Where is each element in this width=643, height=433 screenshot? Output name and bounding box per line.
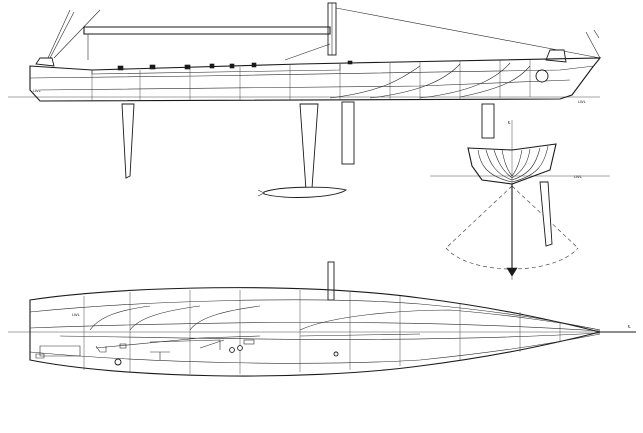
plan-view: ℄ LWL (8, 261, 636, 377)
bow-pulpit-tip (593, 29, 600, 39)
buttock-1 (329, 65, 421, 99)
backstay-line (47, 9, 71, 59)
winch-icon (114, 358, 122, 366)
winch-4 (209, 63, 215, 69)
winch-icon-2 (229, 347, 235, 353)
deck-fitting (347, 60, 353, 65)
boom (83, 26, 331, 35)
plan-deck-line-2 (59, 332, 601, 340)
section-lwl-label: LWL (574, 174, 583, 179)
plan-waterline-4 (299, 309, 601, 331)
forward-foil (481, 103, 495, 139)
section-stations (477, 145, 549, 183)
helm-station (95, 345, 107, 353)
rudder (121, 103, 135, 179)
bow-pulpit (585, 31, 601, 59)
winch-2 (149, 64, 156, 70)
tiller (199, 339, 225, 349)
vang-line (284, 43, 331, 61)
section-outline (467, 143, 557, 185)
profile-view: LWL LWL (8, 2, 602, 198)
plan-stations (83, 290, 561, 374)
porthole-icon (535, 69, 549, 83)
deck-detail (150, 351, 170, 360)
profile-bow-label: LWL (578, 99, 587, 104)
section-view: ℄ LWL (430, 120, 610, 280)
plan-cl-label: ℄ (627, 324, 631, 329)
keel-fin (299, 103, 319, 191)
winch-5 (229, 63, 235, 69)
deck-box-2 (243, 339, 255, 345)
profile-stations (91, 60, 531, 100)
backstay-line-2 (49, 11, 75, 59)
plan-deck-edge-lower (29, 333, 601, 364)
bulb-tail (257, 189, 265, 197)
cockpit-area (39, 345, 81, 357)
cant-limit-left (445, 185, 513, 249)
profile-stern-label: LWL (33, 88, 42, 93)
plan-deck-edge (29, 299, 601, 331)
winch-icon-3 (237, 345, 243, 351)
buttock-2 (369, 63, 461, 99)
hull-plan (29, 287, 601, 377)
plan-mast (327, 261, 335, 301)
cockpit-coaming (149, 339, 221, 350)
winch-1 (117, 65, 124, 71)
bow-fitting (545, 49, 567, 63)
buttock-3 (419, 62, 511, 99)
plan-waterline-1 (89, 305, 151, 331)
stern-pulpit (35, 57, 55, 67)
keel-bulb-section (506, 267, 518, 277)
canard-foil (341, 101, 355, 165)
sheer-line (29, 65, 595, 79)
sheet-track (299, 333, 421, 337)
section-cl-label: ℄ (507, 120, 511, 125)
plan-lwl-label: LWL (72, 312, 81, 317)
deck-box-1 (119, 343, 127, 349)
keel-bulb (263, 186, 348, 198)
hull-profile (29, 57, 602, 102)
plan-waterline-3 (189, 305, 261, 331)
waterline-1 (39, 79, 571, 91)
plan-deck-line-1 (29, 322, 601, 332)
winch-3 (184, 64, 191, 70)
section-daggerboard (539, 181, 553, 247)
plan-waterline-2 (129, 305, 201, 331)
traveller-track (95, 335, 261, 349)
runner-line (53, 9, 101, 59)
transom-fitting (35, 353, 45, 359)
hatch-icon (333, 351, 339, 357)
winch-6 (251, 62, 257, 68)
